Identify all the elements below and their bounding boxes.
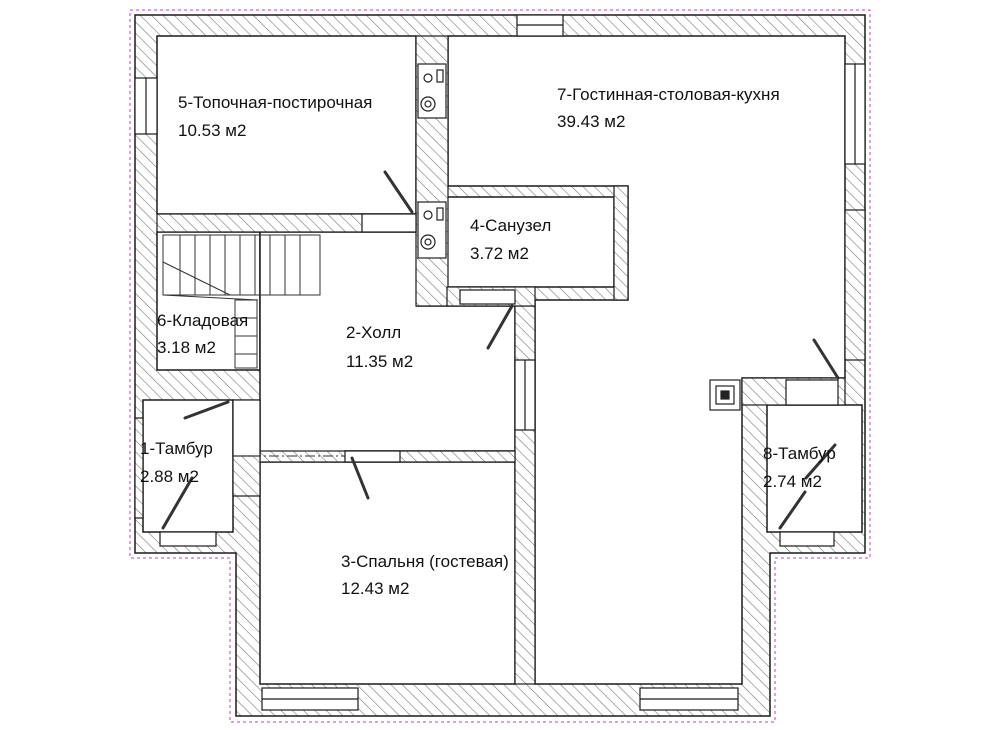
room-label: 7-Гостинная-столовая-кухня bbox=[557, 85, 780, 104]
room-label: 1-Тамбур bbox=[140, 439, 213, 458]
door-5 bbox=[361, 213, 417, 233]
rooms bbox=[142, 35, 863, 685]
room-3-bedroom bbox=[259, 461, 516, 685]
door-4 bbox=[459, 289, 516, 305]
door-1-hall bbox=[232, 399, 261, 457]
room-area: 2.74 м2 bbox=[763, 472, 822, 491]
door-8-inner bbox=[785, 379, 839, 406]
door-1-exterior bbox=[159, 531, 217, 547]
door-leaves bbox=[161, 170, 840, 530]
room-area: 3.72 м2 bbox=[470, 244, 529, 263]
room-label: 3-Спальня (гостевая) bbox=[341, 552, 509, 571]
room-label: 8-Тамбур bbox=[763, 444, 836, 463]
room-label: 5-Топочная-постирочная bbox=[178, 93, 372, 112]
room-label: 4-Санузел bbox=[470, 216, 551, 235]
staircase bbox=[162, 234, 321, 369]
room-4-bathroom bbox=[446, 196, 615, 288]
window-right-7b bbox=[844, 209, 866, 361]
window-left-1 bbox=[134, 417, 144, 519]
room-1-vestibule bbox=[142, 399, 234, 533]
room-area: 2.88 м2 bbox=[140, 467, 199, 486]
room-label: 2-Холл bbox=[346, 323, 401, 342]
room-area: 11.35 м2 bbox=[346, 352, 413, 371]
room-labels: 5-Топочная-постирочная 10.53 м2 7-Гостин… bbox=[140, 85, 836, 598]
room-area: 39.43 м2 bbox=[557, 112, 625, 131]
room-area: 10.53 м2 bbox=[178, 121, 246, 140]
room-label: 6-Кладовая bbox=[157, 311, 248, 330]
windows bbox=[134, 14, 866, 711]
door-8-exterior bbox=[779, 531, 835, 547]
building-outline bbox=[129, 9, 871, 723]
room-5-boiler bbox=[156, 35, 417, 215]
room-area: 12.43 м2 bbox=[341, 579, 409, 598]
room-area: 3.18 м2 bbox=[157, 338, 216, 357]
fixtures bbox=[417, 63, 741, 411]
